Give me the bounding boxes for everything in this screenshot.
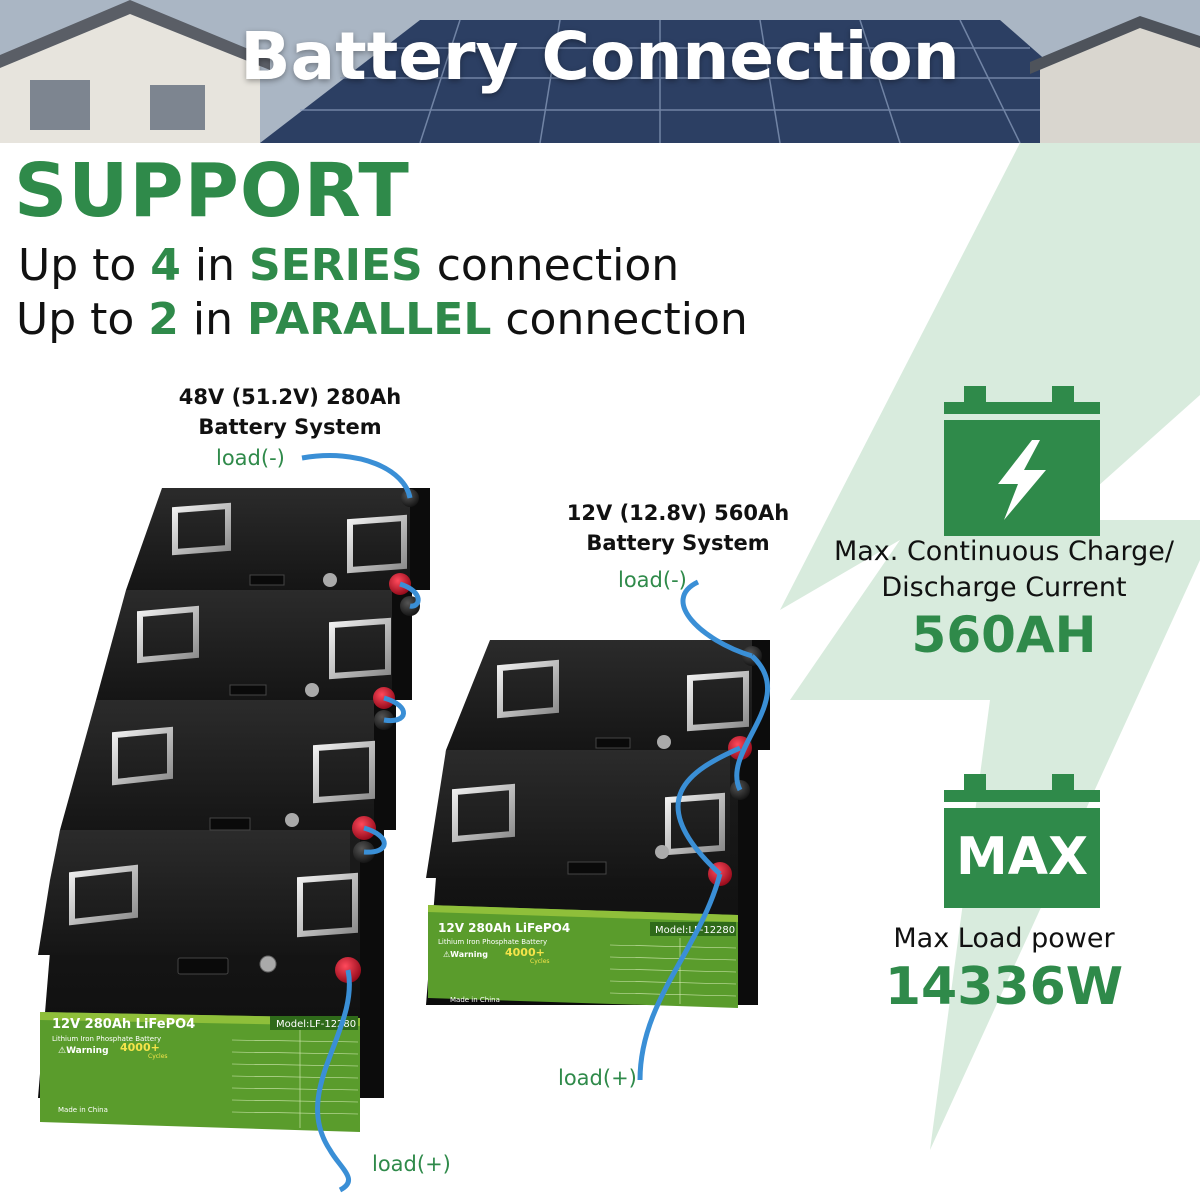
lightning-bolt-icon bbox=[780, 143, 1200, 1150]
handle-icon bbox=[172, 502, 231, 556]
series-load-negative-label: load(-) bbox=[216, 446, 285, 470]
handle-icon bbox=[313, 740, 375, 804]
battery-warning: ⚠Warning bbox=[58, 1046, 109, 1056]
battery-label-right: Model:LF-12280 12V 280Ah LiFePO4 Lithium… bbox=[428, 905, 738, 1008]
parallel-load-negative-label: load(-) bbox=[618, 568, 687, 592]
lcd-display-icon bbox=[567, 861, 607, 875]
handle-icon bbox=[69, 864, 138, 926]
parallel-battery-2: Model:LF-12280 12V 280Ah LiFePO4 Lithium… bbox=[426, 750, 758, 1008]
battery-made-in: Made in China bbox=[450, 996, 500, 1004]
battery-chem-text: Lithium Iron Phosphate Battery bbox=[438, 938, 547, 946]
series-battery-3 bbox=[60, 700, 396, 863]
page-title: Battery Connection bbox=[240, 18, 960, 95]
parallel-system-title: 12V (12.8V) 560Ah Battery System bbox=[566, 501, 790, 555]
series-link-cables bbox=[363, 581, 421, 855]
battery-charge-icon bbox=[944, 386, 1100, 536]
series-support-line: Up to 4 in SERIES connection bbox=[18, 240, 680, 291]
parallel-support-line: Up to 2 in PARALLEL connection bbox=[16, 294, 748, 345]
battery-label-left: Model:LF-12280 12V 280Ah LiFePO4 Lithium… bbox=[40, 1012, 360, 1132]
series-battery-stack: Model:LF-12280 12V 280Ah LiFePO4 Lithium… bbox=[38, 453, 430, 1193]
lcd-display-icon bbox=[249, 574, 285, 586]
series-system-title: 48V (51.2V) 280Ah Battery System bbox=[178, 385, 402, 439]
battery-cycles-unit: Cycles bbox=[530, 958, 550, 965]
lcd-display-icon bbox=[595, 737, 631, 749]
battery-max-icon bbox=[944, 774, 1100, 908]
handle-icon bbox=[297, 872, 358, 938]
lcd-display-icon bbox=[229, 684, 267, 696]
battery-cycles-unit: Cycles bbox=[148, 1053, 168, 1060]
charge-current-label: Max. Continuous Charge/ Discharge Curren… bbox=[833, 536, 1175, 603]
handle-icon bbox=[329, 617, 391, 680]
lcd-display-icon bbox=[209, 817, 251, 831]
battery-model-tag: Model:LF-12280 bbox=[276, 1019, 356, 1030]
parallel-battery-stack: Model:LF-12280 12V 280Ah LiFePO4 Lithium… bbox=[426, 579, 770, 1081]
handle-icon bbox=[347, 514, 407, 574]
parallel-battery-1 bbox=[446, 640, 770, 760]
handle-icon bbox=[137, 605, 199, 664]
series-load-negative-cable bbox=[301, 453, 413, 499]
battery-made-in: Made in China bbox=[58, 1106, 108, 1114]
parallel-load-positive-cable bbox=[637, 873, 723, 1081]
series-load-positive-cable bbox=[315, 969, 352, 1193]
battery-chem-text: Lithium Iron Phosphate Battery bbox=[52, 1035, 161, 1043]
charge-current-value: 560AH bbox=[911, 606, 1097, 664]
series-load-positive-label: load(+) bbox=[372, 1152, 451, 1176]
series-battery-1 bbox=[126, 488, 430, 616]
series-battery-4: Model:LF-12280 12V 280Ah LiFePO4 Lithium… bbox=[38, 830, 384, 1132]
battery-warning: ⚠Warning bbox=[443, 950, 488, 959]
parallel-load-negative-cable bbox=[680, 579, 753, 659]
handle-icon bbox=[665, 792, 725, 856]
handle-icon bbox=[497, 659, 559, 719]
handle-icon bbox=[112, 726, 173, 786]
parallel-load-positive-label: load(+) bbox=[558, 1066, 637, 1090]
header-banner: Battery Connection bbox=[0, 0, 1200, 143]
handle-icon bbox=[452, 783, 515, 843]
support-heading: SUPPORT bbox=[14, 148, 410, 234]
battery-cycles: 4000+ bbox=[120, 1041, 160, 1054]
max-load-value: 14336W bbox=[884, 957, 1124, 1017]
solar-roof-image bbox=[0, 0, 1200, 143]
max-load-label: Max Load power bbox=[893, 923, 1115, 954]
handle-icon bbox=[687, 670, 749, 732]
parallel-link-cables bbox=[675, 654, 770, 876]
battery-model-text: 12V 280Ah LiFePO4 bbox=[52, 1017, 195, 1032]
max-badge: MAX bbox=[955, 827, 1089, 887]
lcd-display-icon bbox=[177, 957, 229, 975]
battery-model-text: 12V 280Ah LiFePO4 bbox=[438, 921, 570, 935]
battery-cycles: 4000+ bbox=[505, 946, 545, 959]
